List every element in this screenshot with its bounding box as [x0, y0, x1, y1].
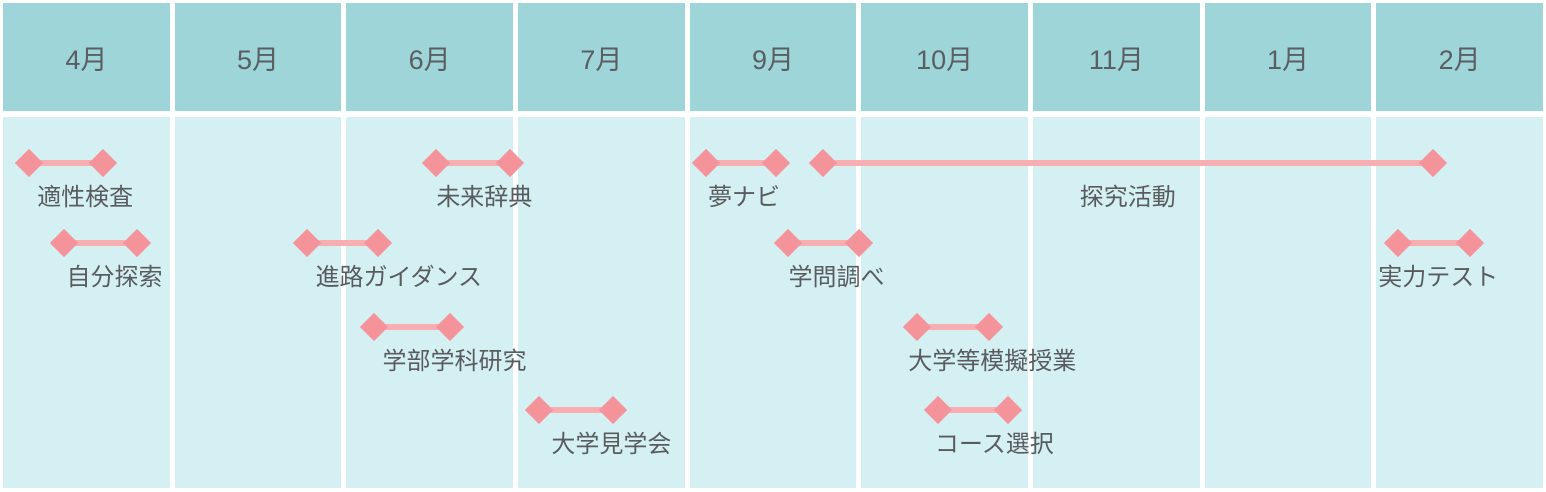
activity-label: 学部学科研究 [382, 348, 527, 375]
start-diamond-marker [808, 148, 837, 178]
month-body-cell [861, 117, 1028, 488]
month-header-cell: 9月 [689, 3, 857, 111]
start-diamond-marker [691, 148, 721, 178]
end-diamond-marker [844, 228, 874, 258]
activity-bar [374, 324, 451, 330]
end-diamond-marker [496, 148, 525, 178]
activity-label: 大学見学会 [551, 431, 672, 458]
month-body-cell [1376, 117, 1543, 488]
start-diamond-marker [774, 228, 803, 258]
month-header-cell: 1月 [1204, 3, 1372, 111]
start-diamond-marker [422, 148, 451, 178]
end-diamond-marker [123, 228, 152, 258]
month-header-cell: 2月 [1376, 3, 1543, 111]
activity-label: 大学等模擬授業 [908, 348, 1077, 375]
activity-bar [917, 324, 990, 330]
month-header-cell: 5月 [174, 3, 342, 111]
activity-bar [788, 240, 859, 246]
month-body-cell [1204, 117, 1372, 488]
start-diamond-marker [525, 395, 554, 425]
timeline-body-grid [3, 117, 1543, 488]
month-header-cell: 11月 [1033, 3, 1200, 111]
activity-bar [29, 160, 104, 166]
month-header-cell: 10月 [861, 3, 1028, 111]
start-diamond-marker [293, 228, 322, 258]
end-diamond-marker [1418, 148, 1447, 178]
activity-bar [436, 160, 511, 166]
start-diamond-marker [360, 312, 389, 342]
start-diamond-marker [49, 228, 78, 258]
start-diamond-marker [903, 312, 932, 342]
end-diamond-marker [1456, 228, 1485, 258]
activity-label: 実力テスト [1378, 264, 1499, 291]
start-diamond-marker [15, 148, 44, 178]
end-diamond-marker [762, 148, 791, 178]
activity-bar [63, 240, 138, 246]
start-diamond-marker [923, 395, 953, 425]
end-diamond-marker [994, 395, 1023, 425]
month-header-cell: 4月 [3, 3, 170, 111]
month-body-cell [1033, 117, 1200, 488]
activity-bar [822, 160, 1433, 166]
activity-label: コース選択 [934, 431, 1054, 458]
activity-label: 進路ガイダンス [315, 264, 483, 291]
activity-label: 探究活動 [1079, 184, 1176, 211]
activity-label: 学問調べ [788, 264, 885, 291]
end-diamond-marker [435, 312, 465, 342]
activity-label: 適性検査 [37, 184, 134, 211]
month-body-cell [3, 117, 170, 488]
activity-label: 夢ナビ [708, 184, 780, 211]
start-diamond-marker [1384, 228, 1413, 258]
month-header-cell: 6月 [346, 3, 513, 111]
month-body-cell [518, 117, 685, 488]
month-body-cell [346, 117, 513, 488]
activity-label: 未来辞典 [436, 184, 533, 211]
activity-bar [937, 407, 1009, 413]
month-header-cell: 7月 [518, 3, 685, 111]
activity-label: 自分探索 [66, 264, 163, 291]
end-diamond-marker [363, 228, 393, 258]
activity-bar [1398, 240, 1471, 246]
end-diamond-marker [975, 312, 1004, 342]
month-body-cell [174, 117, 342, 488]
activity-bar [307, 240, 378, 246]
month-body-cell [689, 117, 857, 488]
activity-bar [539, 407, 614, 413]
end-diamond-marker [599, 395, 628, 425]
end-diamond-marker [88, 148, 118, 178]
activity-bar [706, 160, 777, 166]
